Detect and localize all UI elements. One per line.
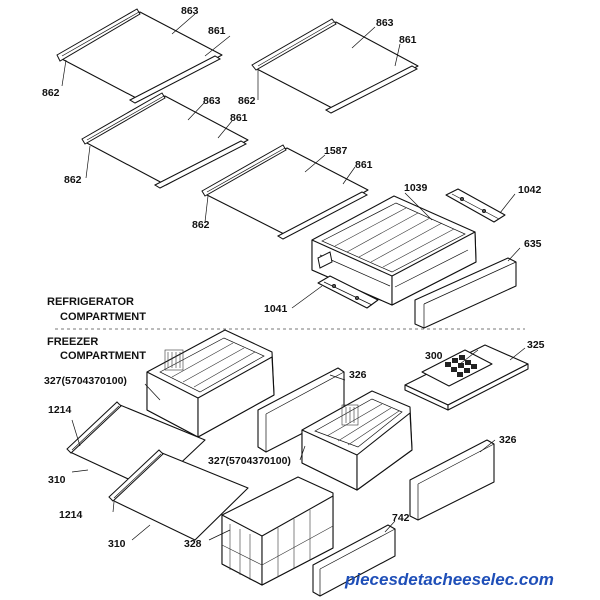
freezer-heading-line1: FREEZER	[47, 336, 98, 348]
label-327-a: 327(5704370100)	[44, 375, 127, 387]
label-326-b: 326	[499, 434, 517, 446]
label-328: 328	[184, 538, 202, 550]
leader-lines	[61, 13, 526, 541]
glass-shelf-middle-left[interactable]	[81, 92, 249, 189]
label-635: 635	[524, 238, 542, 250]
label-310-a: 310	[48, 474, 66, 486]
label-861-d: 861	[355, 159, 373, 171]
label-742: 742	[392, 512, 410, 524]
freezer-heading-line2: COMPARTMENT	[60, 350, 146, 362]
label-862-c: 862	[64, 174, 82, 186]
label-1039: 1039	[404, 182, 428, 194]
label-1587: 1587	[324, 145, 348, 157]
slide-rail-1041[interactable]	[317, 275, 379, 309]
label-862-a: 862	[42, 87, 60, 99]
freezer-drawer-327-lower[interactable]	[301, 390, 413, 491]
glass-shelf-1587[interactable]	[201, 144, 369, 240]
glass-shelf-top-left[interactable]	[56, 8, 223, 104]
label-1214-b: 1214	[59, 509, 83, 521]
ice-tray-300[interactable]	[421, 349, 493, 387]
refrigerator-heading-line2: COMPARTMENT	[60, 311, 146, 323]
label-325: 325	[527, 339, 545, 351]
label-327-b: 327(5704370100)	[208, 455, 291, 467]
label-863-c: 863	[203, 95, 221, 107]
label-1042: 1042	[518, 184, 542, 196]
label-861-b: 861	[399, 34, 417, 46]
label-861-a: 861	[208, 25, 226, 37]
refrigerator-heading-line1: REFRIGERATOR	[47, 296, 134, 308]
label-326-a: 326	[349, 369, 367, 381]
label-310-b: 310	[108, 538, 126, 550]
freezer-glass-shelf-lower[interactable]	[108, 449, 249, 541]
label-862-b: 862	[238, 95, 256, 107]
crisper-drawer-1039[interactable]	[311, 195, 477, 306]
freezer-front-326-lower[interactable]	[409, 439, 495, 521]
wire-basket-328[interactable]	[221, 476, 334, 586]
label-1041: 1041	[264, 303, 288, 315]
label-1214-a: 1214	[48, 404, 72, 416]
label-861-c: 861	[230, 112, 248, 124]
drawer-front-635[interactable]	[414, 257, 517, 329]
ice-cube-grid	[445, 355, 477, 377]
label-300: 300	[425, 350, 443, 362]
label-863-b: 863	[376, 17, 394, 29]
glass-shelf-top-right[interactable]	[251, 18, 419, 114]
slide-rail-1042[interactable]	[445, 188, 506, 223]
label-863-a: 863	[181, 5, 199, 17]
label-862-d: 862	[192, 219, 210, 231]
watermark: piecesdetacheeselec.com	[344, 570, 554, 589]
freezer-front-742[interactable]	[312, 524, 396, 597]
freezer-drawer-327-upper[interactable]	[146, 329, 275, 438]
